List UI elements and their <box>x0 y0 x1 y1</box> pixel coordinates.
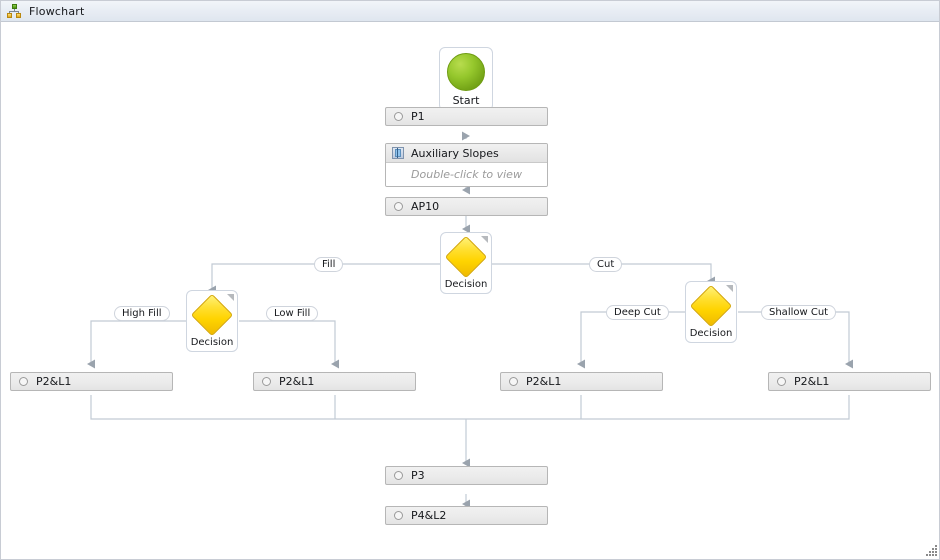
node-p2l1-label: P2&L1 <box>36 375 72 388</box>
edge-label-high-fill[interactable]: High Fill <box>114 306 170 321</box>
node-decision-fill[interactable]: Decision <box>186 290 238 352</box>
process-dot-icon <box>262 377 271 386</box>
node-decision-cut[interactable]: Decision <box>685 281 737 343</box>
resize-grip[interactable] <box>926 545 938 557</box>
flowchart-canvas[interactable]: Start P1 Auxiliary Slopes Double-click t… <box>1 22 939 559</box>
node-decision-cut-label: Decision <box>689 328 733 339</box>
process-dot-icon <box>777 377 786 386</box>
collapse-corner-icon[interactable] <box>481 236 488 243</box>
process-dot-icon <box>19 377 28 386</box>
node-p2l1-high-fill[interactable]: P2&L1 <box>10 372 173 391</box>
node-p2l1-label: P2&L1 <box>279 375 315 388</box>
process-dot-icon <box>394 511 403 520</box>
node-ap10-label: AP10 <box>411 200 440 213</box>
window-title: Flowchart <box>29 4 85 18</box>
node-decision-fill-label: Decision <box>190 337 234 348</box>
edge-label-deep-cut[interactable]: Deep Cut <box>606 305 669 320</box>
node-decision-main-label: Decision <box>444 279 488 290</box>
node-p4l2-label: P4&L2 <box>411 509 447 522</box>
process-dot-icon <box>394 471 403 480</box>
edge-label-low-fill[interactable]: Low Fill <box>266 306 319 321</box>
process-dot-icon <box>509 377 518 386</box>
collapse-corner-icon[interactable] <box>726 285 733 292</box>
node-auxiliary-slopes[interactable]: Auxiliary Slopes Double-click to view <box>385 143 548 187</box>
window-titlebar: Flowchart <box>1 1 939 22</box>
node-p2l1-low-fill[interactable]: P2&L1 <box>253 372 416 391</box>
node-p4l2[interactable]: P4&L2 <box>385 506 548 525</box>
subprocess-icon <box>392 147 404 159</box>
collapse-corner-icon[interactable] <box>227 294 234 301</box>
auxiliary-slopes-header: Auxiliary Slopes <box>386 144 547 163</box>
edge-label-cut[interactable]: Cut <box>589 257 623 272</box>
node-p2l1-shallow-cut[interactable]: P2&L1 <box>768 372 931 391</box>
edge-label-fill[interactable]: Fill <box>314 257 344 272</box>
node-start[interactable]: Start <box>439 47 493 111</box>
node-decision-main[interactable]: Decision <box>440 232 492 294</box>
process-dot-icon <box>394 202 403 211</box>
node-p2l1-deep-cut[interactable]: P2&L1 <box>500 372 663 391</box>
node-p2l1-label: P2&L1 <box>794 375 830 388</box>
node-p3-label: P3 <box>411 469 425 482</box>
auxiliary-slopes-title: Auxiliary Slopes <box>411 146 499 160</box>
hierarchy-icon <box>6 3 22 19</box>
node-p3[interactable]: P3 <box>385 466 548 485</box>
edge-label-shallow-cut[interactable]: Shallow Cut <box>761 305 837 320</box>
start-circle-icon <box>447 53 485 91</box>
process-dot-icon <box>394 112 403 121</box>
node-start-label: Start <box>452 94 480 107</box>
node-p1[interactable]: P1 <box>385 107 548 126</box>
node-p1-label: P1 <box>411 110 425 123</box>
node-p2l1-label: P2&L1 <box>526 375 562 388</box>
auxiliary-slopes-body[interactable]: Double-click to view <box>386 163 547 186</box>
auxiliary-slopes-hint: Double-click to view <box>411 168 522 181</box>
node-ap10[interactable]: AP10 <box>385 197 548 216</box>
